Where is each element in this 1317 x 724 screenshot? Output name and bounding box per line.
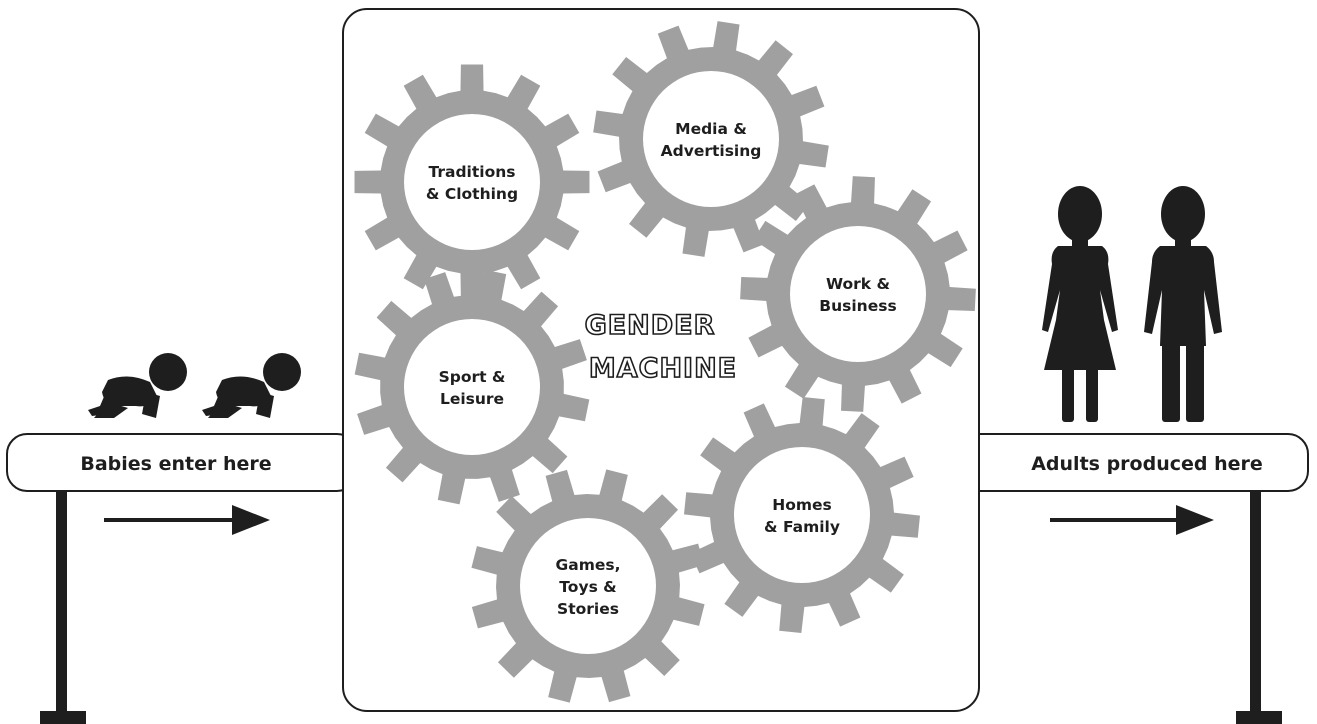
gear-label: Sport & <box>439 368 506 386</box>
gear-traditions-clothing: Traditions & Clothing <box>354 64 590 300</box>
gear-label: & Clothing <box>426 185 518 203</box>
machine-title: GENDER MACHINE <box>584 309 737 385</box>
gear-games-toys-stories: Games, Toys & Stories <box>471 469 705 703</box>
gear-label: Leisure <box>440 390 504 408</box>
man-icon <box>1144 186 1222 422</box>
gear-label: Advertising <box>661 142 762 160</box>
woman-icon <box>1042 186 1118 422</box>
input-arrow-icon <box>104 505 270 535</box>
gear-media-advertising: Media & Advertising <box>593 21 829 257</box>
crawling-baby-icon <box>202 353 301 418</box>
gear-label: Stories <box>557 600 619 618</box>
gear-label: Homes <box>772 496 832 514</box>
gear-homes-family: Homes & Family <box>684 397 920 633</box>
gears-group: Traditions & Clothing Media & AdvertisingWo… <box>354 21 976 703</box>
machine-title-line2: MACHINE <box>589 353 737 384</box>
gear-label: Games, <box>556 556 621 574</box>
crawling-baby-icon <box>88 353 187 418</box>
gear-label: Business <box>819 297 896 315</box>
gear-label: Work & <box>826 275 890 293</box>
gear-shape-icon <box>593 21 829 257</box>
gear-work-business: Work & Business <box>740 176 976 412</box>
input-belt-label: Babies enter here <box>80 453 271 475</box>
output-belt-label: Adults produced here <box>1031 453 1263 475</box>
gear-label: Toys & <box>559 578 616 596</box>
gear-shape-icon <box>354 64 590 300</box>
gear-label: Media & <box>675 120 747 138</box>
input-belt-stand <box>40 488 86 724</box>
gear-sport-leisure: Sport & Leisure <box>354 269 590 505</box>
gear-label: Traditions <box>428 163 515 181</box>
gear-shape-icon <box>740 176 976 412</box>
machine-box <box>342 8 980 712</box>
gear-shape-icon <box>354 269 590 505</box>
gear-shape-icon <box>684 397 920 633</box>
output-arrow-icon <box>1050 505 1214 535</box>
input-belt: Babies enter here <box>6 433 358 492</box>
gear-shape-icon <box>471 469 705 703</box>
output-belt: Adults produced here <box>959 433 1309 492</box>
output-belt-stand <box>1236 488 1282 724</box>
gear-label: & Family <box>764 518 840 536</box>
machine-title-line1: GENDER <box>585 310 716 341</box>
